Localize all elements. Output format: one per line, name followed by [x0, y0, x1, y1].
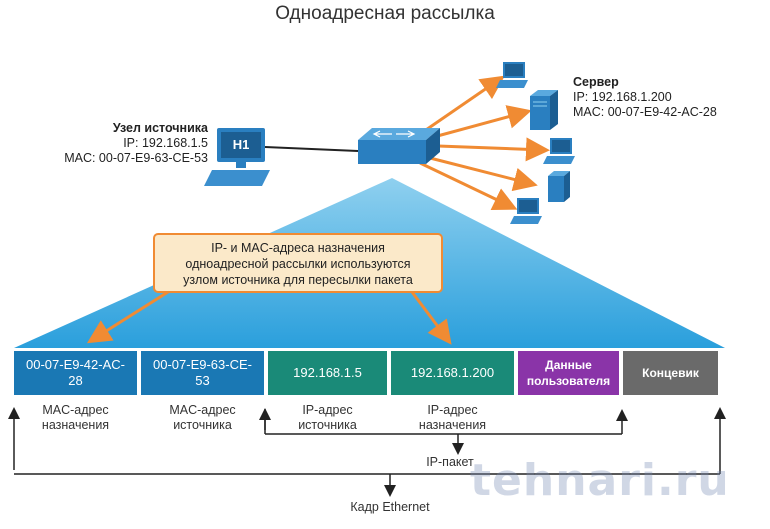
switch-icon — [358, 128, 440, 164]
server-icon — [530, 90, 558, 130]
ip-packet-bracket — [259, 408, 628, 455]
pc-tower-icon — [548, 171, 570, 202]
trailer-field: Концевик — [621, 349, 720, 397]
source-ip-field: 192.168.1.5 — [266, 349, 389, 397]
source-host-mac: MAC: 00-07-E9-63-CE-53 — [64, 151, 208, 165]
dest-mac-field: 00-07-E9-42-AC-28 — [12, 349, 139, 397]
ip-packet-label: IP-пакет — [426, 455, 474, 469]
source-host-info: Узел источника IP: 192.168.1.5 MAC: 00-0… — [22, 121, 208, 166]
server-heading: Сервер — [573, 75, 619, 89]
pc-icon — [543, 138, 575, 164]
callout-line: узлом источника для пересылки пакета — [183, 273, 413, 287]
callout-line: одноадресной рассылки используются — [185, 257, 411, 271]
watermark: tehnari.ru — [470, 455, 730, 506]
source-host-heading: Узел источника — [112, 121, 208, 135]
source-mac-field: 00-07-E9-63-CE-53 — [139, 349, 266, 397]
ethernet-frame-label: Кадр Ethernet — [350, 500, 430, 514]
pc-icon — [496, 62, 528, 88]
ethernet-frame-bracket — [7, 407, 726, 497]
h1-computer-icon — [204, 128, 270, 186]
server-mac: MAC: 00-07-E9-42-AC-28 — [573, 105, 717, 119]
server-ip: IP: 192.168.1.200 — [573, 90, 672, 104]
diagram-title: Одноадресная рассылка — [275, 3, 495, 24]
callout-arrows — [86, 290, 452, 345]
source-host-ip: IP: 192.168.1.5 — [123, 136, 208, 150]
h1-link — [264, 146, 359, 152]
server-info: Сервер IP: 192.168.1.200 MAC: 00-07-E9-4… — [573, 75, 763, 120]
pc-icon — [510, 198, 542, 224]
unicast-arrows — [419, 75, 550, 211]
dest-ip-field: 192.168.1.200 — [389, 349, 516, 397]
callout-box: IP- и MAC-адреса назначения одноадресной… — [153, 233, 443, 293]
callout-line: IP- и MAC-адреса назначения — [211, 241, 385, 255]
h1-label: H1 — [232, 137, 250, 152]
